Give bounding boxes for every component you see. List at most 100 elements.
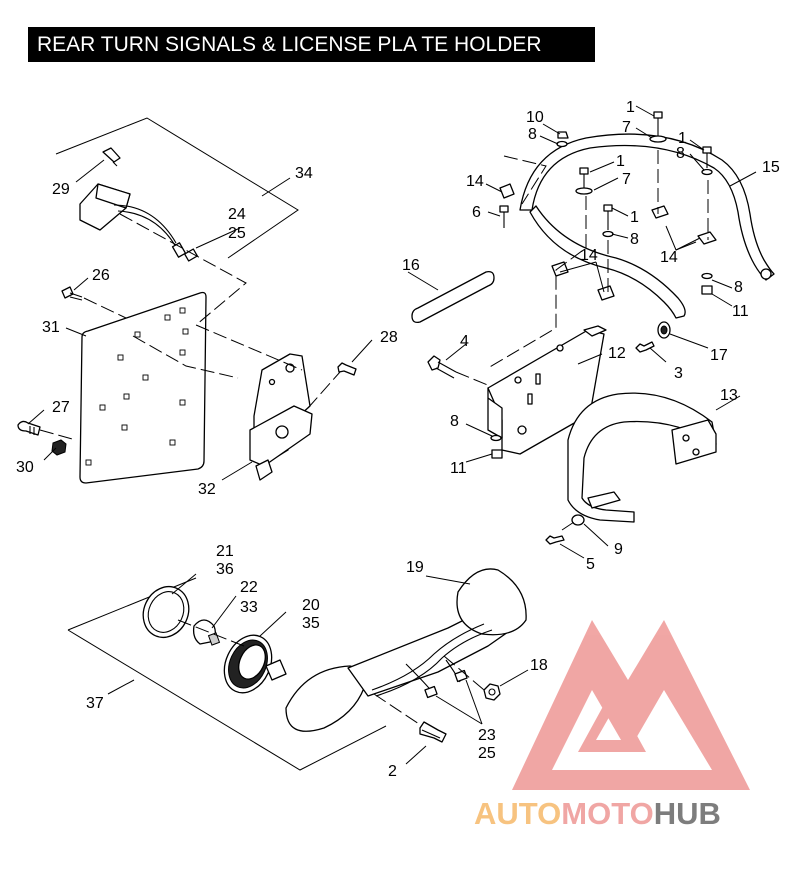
align-line-28 — [307, 371, 341, 409]
part-20-signal-housing — [223, 634, 287, 694]
callout-8c: 8 — [630, 231, 639, 248]
part-1-screws — [499, 111, 712, 230]
callout-10: 10 — [526, 109, 544, 126]
logo-text-hub: HUB — [654, 796, 721, 831]
part-16-reflector — [411, 270, 495, 324]
callout-14c: 14 — [660, 249, 678, 266]
part-17-spacer — [657, 321, 671, 339]
callout-11b: 11 — [450, 460, 467, 477]
callout-2: 2 — [388, 763, 397, 780]
callout-34: 34 — [295, 165, 313, 182]
callout-30: 30 — [16, 459, 34, 476]
callout-22: 22 — [240, 579, 258, 596]
part-29-bulb — [102, 147, 121, 167]
callout-1d: 1 — [630, 209, 639, 226]
callout-17: 17 — [710, 347, 728, 364]
callout-32: 32 — [198, 481, 216, 498]
align-line-plate — [132, 335, 239, 379]
callout-25b: 25 — [478, 745, 496, 762]
callout-16: 16 — [402, 257, 420, 274]
part-7-washers — [575, 135, 667, 195]
callout-14b: 14 — [580, 247, 598, 264]
logo-text-auto: AUTO — [474, 796, 561, 831]
callout-23: 23 — [478, 727, 496, 744]
automotohub-logo: AUTOMOTOHUB — [474, 620, 750, 831]
callout-20: 20 — [302, 597, 320, 614]
callout-8e: 8 — [450, 413, 459, 430]
align-line-rail-bracket — [487, 196, 587, 369]
callout-1b: 1 — [678, 130, 687, 147]
bracket-37-bottom — [67, 629, 387, 771]
callout-21: 21 — [216, 543, 234, 560]
part-9-washer — [571, 514, 585, 526]
part-32-mount-bracket — [249, 353, 313, 481]
part-24-lamp-housing — [79, 183, 198, 262]
callout-numbers: 34 29 24 25 26 31 28 27 30 32 10 8 1 7 1… — [16, 99, 780, 780]
part-3-screw — [635, 341, 655, 353]
align-line-lens — [177, 619, 245, 647]
callout-1a: 1 — [626, 99, 635, 116]
align-line-18 — [443, 655, 485, 691]
callout-27: 27 — [52, 399, 70, 416]
part-5-screw — [545, 535, 565, 545]
logo-triangle-mark — [512, 620, 750, 790]
part-18-nut — [483, 683, 501, 701]
callout-6: 6 — [472, 204, 481, 221]
callout-35: 35 — [302, 615, 320, 632]
callout-3: 3 — [674, 365, 683, 382]
part-10-11-nuts — [491, 131, 713, 459]
callout-19: 19 — [406, 559, 424, 576]
part-14-clip-nuts — [499, 183, 717, 301]
callout-33: 33 — [240, 599, 258, 616]
callout-14a: 14 — [466, 173, 484, 190]
part-21-lens — [142, 586, 190, 638]
part-12-bracket — [487, 325, 607, 455]
part-8-washers — [490, 140, 713, 442]
callout-8b: 8 — [676, 145, 685, 162]
callout-13: 13 — [720, 387, 738, 404]
leader-lines — [27, 105, 757, 765]
callout-12: 12 — [608, 345, 626, 362]
part-22-bulb — [192, 619, 221, 646]
callout-5: 5 — [586, 556, 595, 573]
align-line-27 — [39, 429, 77, 441]
part-19-signal-assembly — [285, 568, 527, 732]
diagram-title: REAR TURN SIGNALS & LICENSE PLA TE HOLDE… — [28, 27, 595, 62]
callout-28: 28 — [380, 329, 398, 346]
align-line-26 — [83, 297, 127, 319]
callout-18: 18 — [530, 657, 548, 674]
callout-7a: 7 — [622, 119, 631, 136]
callout-7b: 7 — [622, 171, 631, 188]
logo-wordmark: AUTOMOTOHUB — [474, 796, 721, 831]
callout-29: 29 — [52, 181, 70, 198]
callout-26: 26 — [92, 267, 110, 284]
bracket-34 — [55, 117, 299, 259]
part-13-support-bracket — [567, 392, 717, 523]
callout-15: 15 — [762, 159, 780, 176]
part-26-screw — [61, 286, 83, 301]
part-2-screw — [419, 721, 447, 743]
logo-inner-triangle — [578, 690, 646, 752]
part-31-license-plate — [79, 291, 207, 484]
callout-8d: 8 — [734, 279, 743, 296]
callout-25: 25 — [228, 225, 246, 242]
align-line-5 — [561, 521, 575, 531]
logo-text-moto: MOTO — [561, 796, 653, 831]
bracket-37-top — [67, 577, 197, 631]
callout-36: 36 — [216, 561, 234, 578]
callout-1c: 1 — [616, 153, 625, 170]
part-30-nut — [51, 439, 67, 456]
align-line-4 — [455, 371, 491, 387]
part-28-screw — [337, 362, 357, 376]
align-line-lamp — [119, 213, 303, 371]
part-27-screw — [17, 420, 41, 436]
callout-37: 37 — [86, 695, 104, 712]
callout-9: 9 — [614, 541, 623, 558]
callout-4: 4 — [460, 333, 469, 350]
callout-8a: 8 — [528, 126, 537, 143]
callout-24: 24 — [228, 206, 246, 223]
align-line-2 — [373, 693, 423, 727]
align-line-rail-left — [503, 155, 547, 205]
